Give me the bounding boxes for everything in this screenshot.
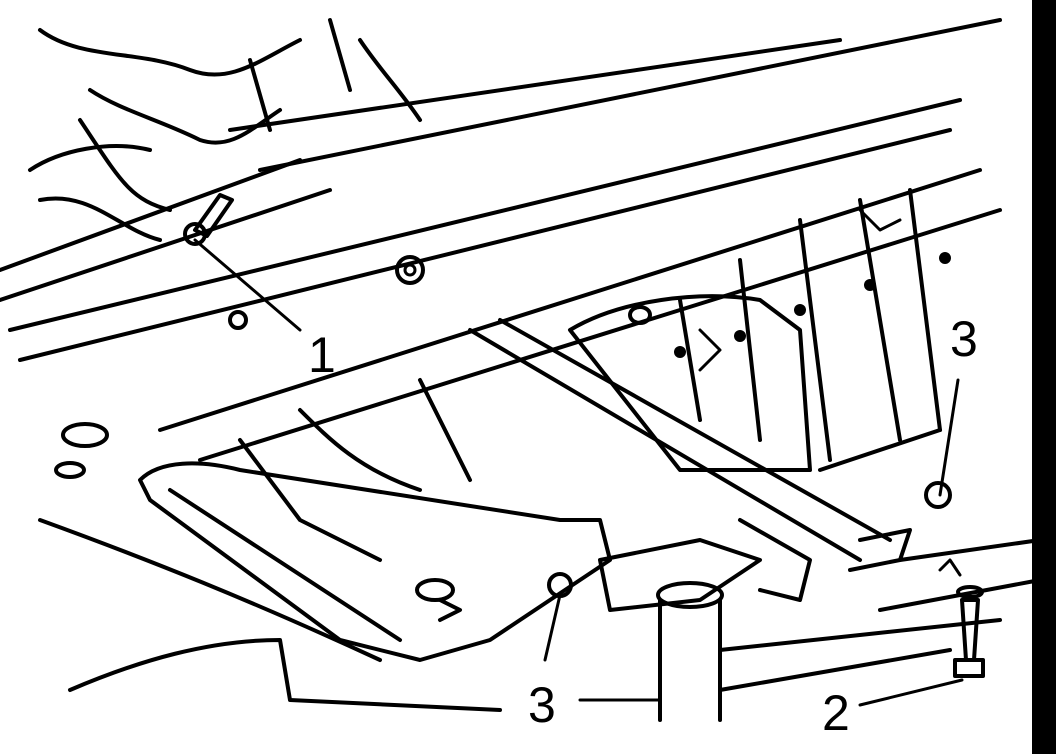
leader-3-left — [543, 593, 562, 662]
leader-2 — [858, 678, 964, 707]
jack-post — [656, 581, 724, 722]
fasteners — [183, 193, 985, 678]
mount-nut — [395, 255, 425, 285]
callout-1: 1 — [308, 327, 336, 383]
right-border-bar — [1032, 0, 1056, 754]
bolt-2-shank — [960, 598, 980, 662]
oil-pan — [138, 378, 612, 662]
leader-3-right — [938, 378, 960, 497]
underbody-panels — [38, 518, 1042, 712]
crossmember-nut-right — [924, 481, 952, 509]
bolt-1-shank — [193, 193, 234, 238]
crossmember — [468, 318, 912, 612]
transmission-housing — [568, 188, 942, 472]
leader-lines — [193, 238, 964, 707]
upper-engine-contours — [28, 18, 422, 242]
leader-1 — [193, 238, 302, 332]
bolt-2-head — [953, 658, 985, 678]
callout-3-left: 3 — [528, 677, 556, 733]
frame-nut-left — [228, 310, 248, 330]
callout-2: 2 — [822, 685, 850, 741]
frame-rails — [0, 18, 1002, 462]
body-holes — [54, 305, 652, 602]
callout-3-right: 3 — [950, 311, 978, 367]
bolt-1-head — [183, 222, 207, 246]
